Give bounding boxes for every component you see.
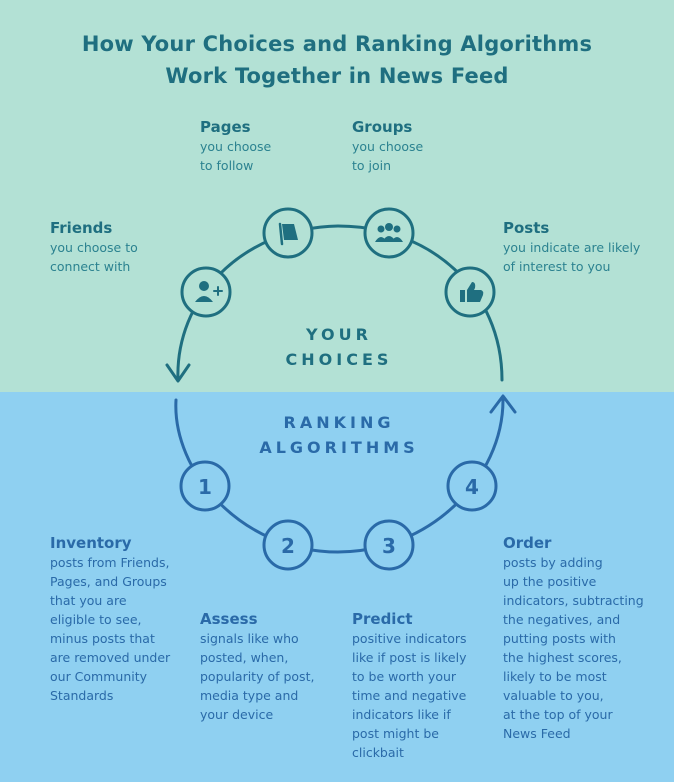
step-inventory-line: Pages, and Groups — [50, 574, 167, 589]
step-predict-line: positive indicators — [352, 631, 467, 646]
add-friend-icon — [180, 266, 232, 318]
step-predict-heading: Predict — [352, 610, 413, 628]
step-2-number: 2 — [281, 534, 295, 558]
step-order-line: News Feed — [503, 726, 571, 741]
step-2-marker: 2 — [262, 519, 314, 571]
step-inventory-line: eligible to see, — [50, 612, 142, 627]
page-title: How Your Choices and Ranking Algorithms … — [0, 28, 674, 92]
step-order-line: the negatives, and — [503, 612, 621, 627]
thumbs-up-icon — [444, 266, 496, 318]
step-order-line: the highest scores, — [503, 650, 622, 665]
flag-icon — [262, 207, 314, 259]
choices-arrowhead — [165, 363, 191, 383]
step-order-line: likely to be most — [503, 669, 607, 684]
group-icon — [363, 207, 415, 259]
step-predict-line: like if post is likely — [352, 650, 467, 665]
choices-background — [0, 0, 674, 392]
step-inventory-line: are removed under — [50, 650, 171, 665]
choice-friends-heading: Friends — [50, 219, 113, 237]
your-choices-line: CHOICES — [285, 350, 393, 369]
step-predict: Predict positive indicators like if post… — [352, 609, 467, 762]
step-inventory-line: minus posts that — [50, 631, 155, 646]
step-order-line: indicators, subtracting — [503, 593, 644, 608]
title-line-2: Work Together in News Feed — [165, 64, 509, 88]
choice-friends-line: you choose to — [50, 240, 138, 255]
step-predict-line: post might be — [352, 726, 439, 741]
step-predict-line: clickbait — [352, 745, 404, 760]
step-inventory-line: posts from Friends, — [50, 555, 170, 570]
step-order-line: valuable to you, — [503, 688, 604, 703]
step-inventory-heading: Inventory — [50, 534, 132, 552]
step-assess-line: your device — [200, 707, 274, 722]
choice-posts-line: of interest to you — [503, 259, 611, 274]
step-predict-line: indicators like if — [352, 707, 451, 722]
ranking-background — [0, 392, 674, 782]
choice-groups-line: to join — [352, 158, 392, 173]
ranking-algorithms-line: ALGORITHMS — [259, 438, 419, 457]
step-inventory-line: our Community — [50, 669, 148, 684]
step-1-marker: 1 — [179, 460, 231, 512]
your-choices-line: YOUR — [306, 325, 372, 344]
step-inventory: Inventory posts from Friends, Pages, and… — [50, 533, 170, 705]
choice-pages-line: to follow — [200, 158, 254, 173]
your-choices-label: YOUR CHOICES — [229, 322, 449, 372]
step-assess-line: popularity of post, — [200, 669, 315, 684]
choice-pages: Pages you choose to follow — [200, 117, 271, 175]
choice-friends-line: connect with — [50, 259, 131, 274]
step-4-number: 4 — [465, 475, 479, 499]
step-order-line: at the top of your — [503, 707, 613, 722]
choice-posts: Posts you indicate are likely of interes… — [503, 218, 640, 276]
choice-groups: Groups you choose to join — [352, 117, 423, 175]
choice-groups-line: you choose — [352, 139, 424, 154]
step-order-line: up the positive — [503, 574, 597, 589]
step-order: Order posts by adding up the positive in… — [503, 533, 644, 743]
step-3-marker: 3 — [363, 519, 415, 571]
step-predict-line: time and negative — [352, 688, 467, 703]
step-assess-line: media type and — [200, 688, 299, 703]
step-3-number: 3 — [382, 534, 396, 558]
step-assess-line: posted, when, — [200, 650, 289, 665]
ranking-algorithms-line: RANKING — [283, 413, 395, 432]
choice-posts-line: you indicate are likely — [503, 240, 641, 255]
title-line-1: How Your Choices and Ranking Algorithms — [81, 32, 593, 56]
ranking-algorithms-label: RANKING ALGORITHMS — [224, 410, 454, 460]
choice-groups-heading: Groups — [352, 118, 413, 136]
step-4-marker: 4 — [446, 460, 498, 512]
choice-pages-line: you choose — [200, 139, 272, 154]
step-order-line: putting posts with — [503, 631, 616, 646]
choice-posts-heading: Posts — [503, 219, 550, 237]
step-order-line: posts by adding — [503, 555, 603, 570]
step-assess-heading: Assess — [200, 610, 258, 628]
step-order-heading: Order — [503, 534, 552, 552]
choice-pages-heading: Pages — [200, 118, 251, 136]
step-assess: Assess signals like who posted, when, po… — [200, 609, 314, 724]
step-predict-line: to be worth your — [352, 669, 457, 684]
step-1-number: 1 — [198, 475, 212, 499]
ranking-arrowhead — [489, 394, 517, 414]
step-inventory-line: that you are — [50, 593, 127, 608]
step-inventory-line: Standards — [50, 688, 114, 703]
step-assess-line: signals like who — [200, 631, 299, 646]
choice-friends: Friends you choose to connect with — [50, 218, 138, 276]
